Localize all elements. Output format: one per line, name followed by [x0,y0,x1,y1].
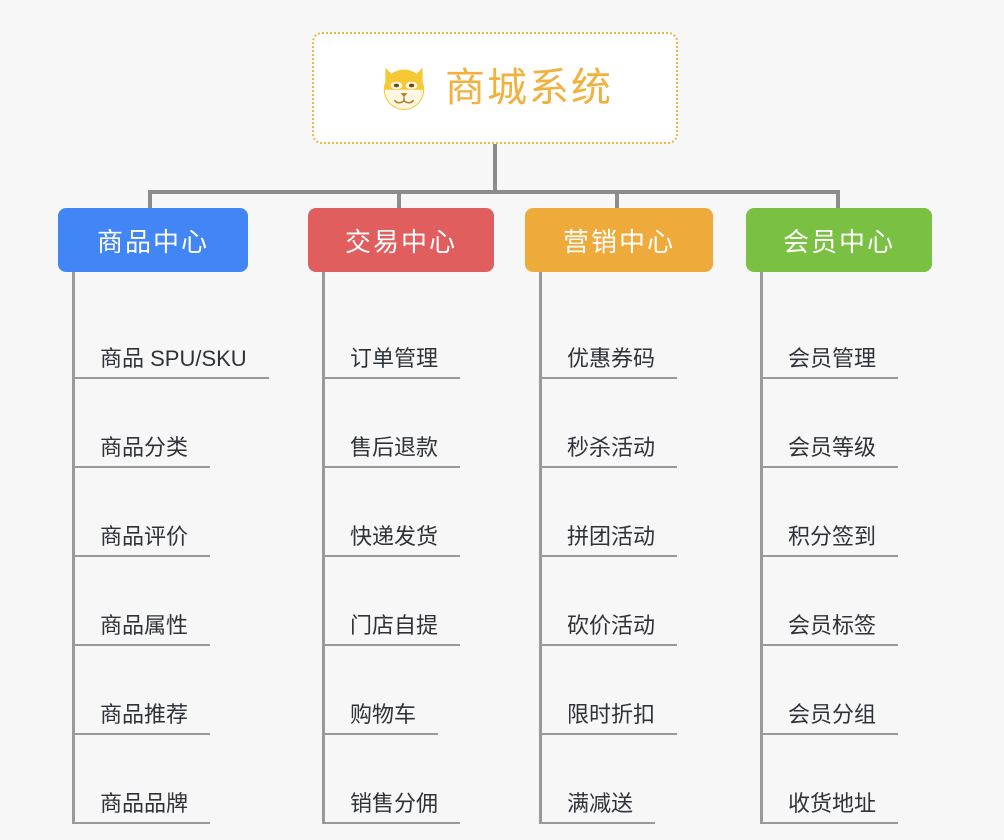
category-node-2[interactable]: 交易中心 [308,208,494,272]
branch-spine-3 [539,272,542,824]
leaf-item[interactable]: 销售分佣 [308,735,494,824]
leaf-item[interactable]: 商品分类 [58,379,269,468]
leaf-label: 商品评价 [72,524,211,557]
leaf-label: 购物车 [322,702,439,735]
leaf-item[interactable]: 砍价活动 [525,557,713,646]
leaf-item[interactable]: 限时折扣 [525,646,713,735]
category-label-1: 商品中心 [96,226,209,257]
leaf-item[interactable]: 售后退款 [308,379,494,468]
root-title: 商城系统 [445,66,613,110]
leaf-item[interactable]: 商品推荐 [58,646,269,735]
leaf-item[interactable]: 满减送 [525,735,713,824]
leaf-label: 商品品牌 [72,791,211,824]
category-label-4: 会员中心 [782,226,895,257]
connector-drop-1 [148,190,152,210]
category-node-3[interactable]: 营销中心 [525,208,713,272]
branch-items-3: 优惠券码 秒杀活动 拼团活动 砍价活动 限时折扣 满减送 [525,272,713,824]
leaf-item[interactable]: 拼团活动 [525,468,713,557]
leaf-item[interactable]: 快递发货 [308,468,494,557]
leaf-label: 积分签到 [760,524,899,557]
leaf-label: 会员标签 [760,613,899,646]
category-label-2: 交易中心 [344,226,457,257]
leaf-label: 商品推荐 [72,702,211,735]
leaf-label: 优惠券码 [539,346,678,379]
leaf-item[interactable]: 秒杀活动 [525,379,713,468]
leaf-label: 满减送 [539,791,656,824]
leaf-label: 秒杀活动 [539,435,678,468]
connector-root-stem [493,144,497,192]
leaf-label: 会员分组 [760,702,899,735]
leaf-item[interactable]: 购物车 [308,646,494,735]
connector-horizontal-bar [148,190,840,194]
leaf-label: 快递发货 [322,524,461,557]
branch-column-1: 商品中心 商品 SPU/SKU 商品分类 商品评价 商品属性 商品推荐 商品品牌 [58,208,269,824]
leaf-label: 砍价活动 [539,613,678,646]
leaf-item[interactable]: 优惠券码 [525,290,713,379]
leaf-item[interactable]: 门店自提 [308,557,494,646]
leaf-label: 收货地址 [760,791,899,824]
branch-spine-4 [760,272,763,824]
connector-drop-4 [836,190,840,210]
leaf-item[interactable]: 商品 SPU/SKU [58,290,269,379]
leaf-label: 门店自提 [322,613,461,646]
branch-column-3: 营销中心 优惠券码 秒杀活动 拼团活动 砍价活动 限时折扣 满减送 [525,208,713,824]
leaf-item[interactable]: 会员标签 [746,557,932,646]
leaf-label: 商品分类 [72,435,211,468]
leaf-label: 订单管理 [322,346,461,379]
leaf-item[interactable]: 会员等级 [746,379,932,468]
connector-drop-2 [397,190,401,210]
leaf-item[interactable]: 会员分组 [746,646,932,735]
category-node-4[interactable]: 会员中心 [746,208,932,272]
category-node-1[interactable]: 商品中心 [58,208,248,272]
root-node[interactable]: 商城系统 [312,32,678,144]
leaf-label: 限时折扣 [539,702,678,735]
leaf-label: 拼团活动 [539,524,678,557]
leaf-label: 会员等级 [760,435,899,468]
shiba-dog-icon [383,67,425,112]
branch-spine-2 [322,272,325,824]
leaf-item[interactable]: 商品属性 [58,557,269,646]
leaf-label: 商品 SPU/SKU [72,346,269,379]
category-label-3: 营销中心 [562,226,675,257]
leaf-item[interactable]: 积分签到 [746,468,932,557]
branch-column-2: 交易中心 订单管理 售后退款 快递发货 门店自提 购物车 销售分佣 [308,208,494,824]
leaf-item[interactable]: 订单管理 [308,290,494,379]
branch-column-4: 会员中心 会员管理 会员等级 积分签到 会员标签 会员分组 收货地址 [746,208,932,824]
leaf-item[interactable]: 商品品牌 [58,735,269,824]
leaf-item[interactable]: 商品评价 [58,468,269,557]
leaf-item[interactable]: 会员管理 [746,290,932,379]
leaf-label: 商品属性 [72,613,211,646]
branch-spine-1 [72,272,75,824]
leaf-label: 会员管理 [760,346,899,379]
branch-items-4: 会员管理 会员等级 积分签到 会员标签 会员分组 收货地址 [746,272,932,824]
connector-drop-3 [615,190,619,210]
leaf-label: 销售分佣 [322,791,461,824]
branch-items-1: 商品 SPU/SKU 商品分类 商品评价 商品属性 商品推荐 商品品牌 [58,272,269,824]
branch-items-2: 订单管理 售后退款 快递发货 门店自提 购物车 销售分佣 [308,272,494,824]
leaf-item[interactable]: 收货地址 [746,735,932,824]
leaf-label: 售后退款 [322,435,461,468]
